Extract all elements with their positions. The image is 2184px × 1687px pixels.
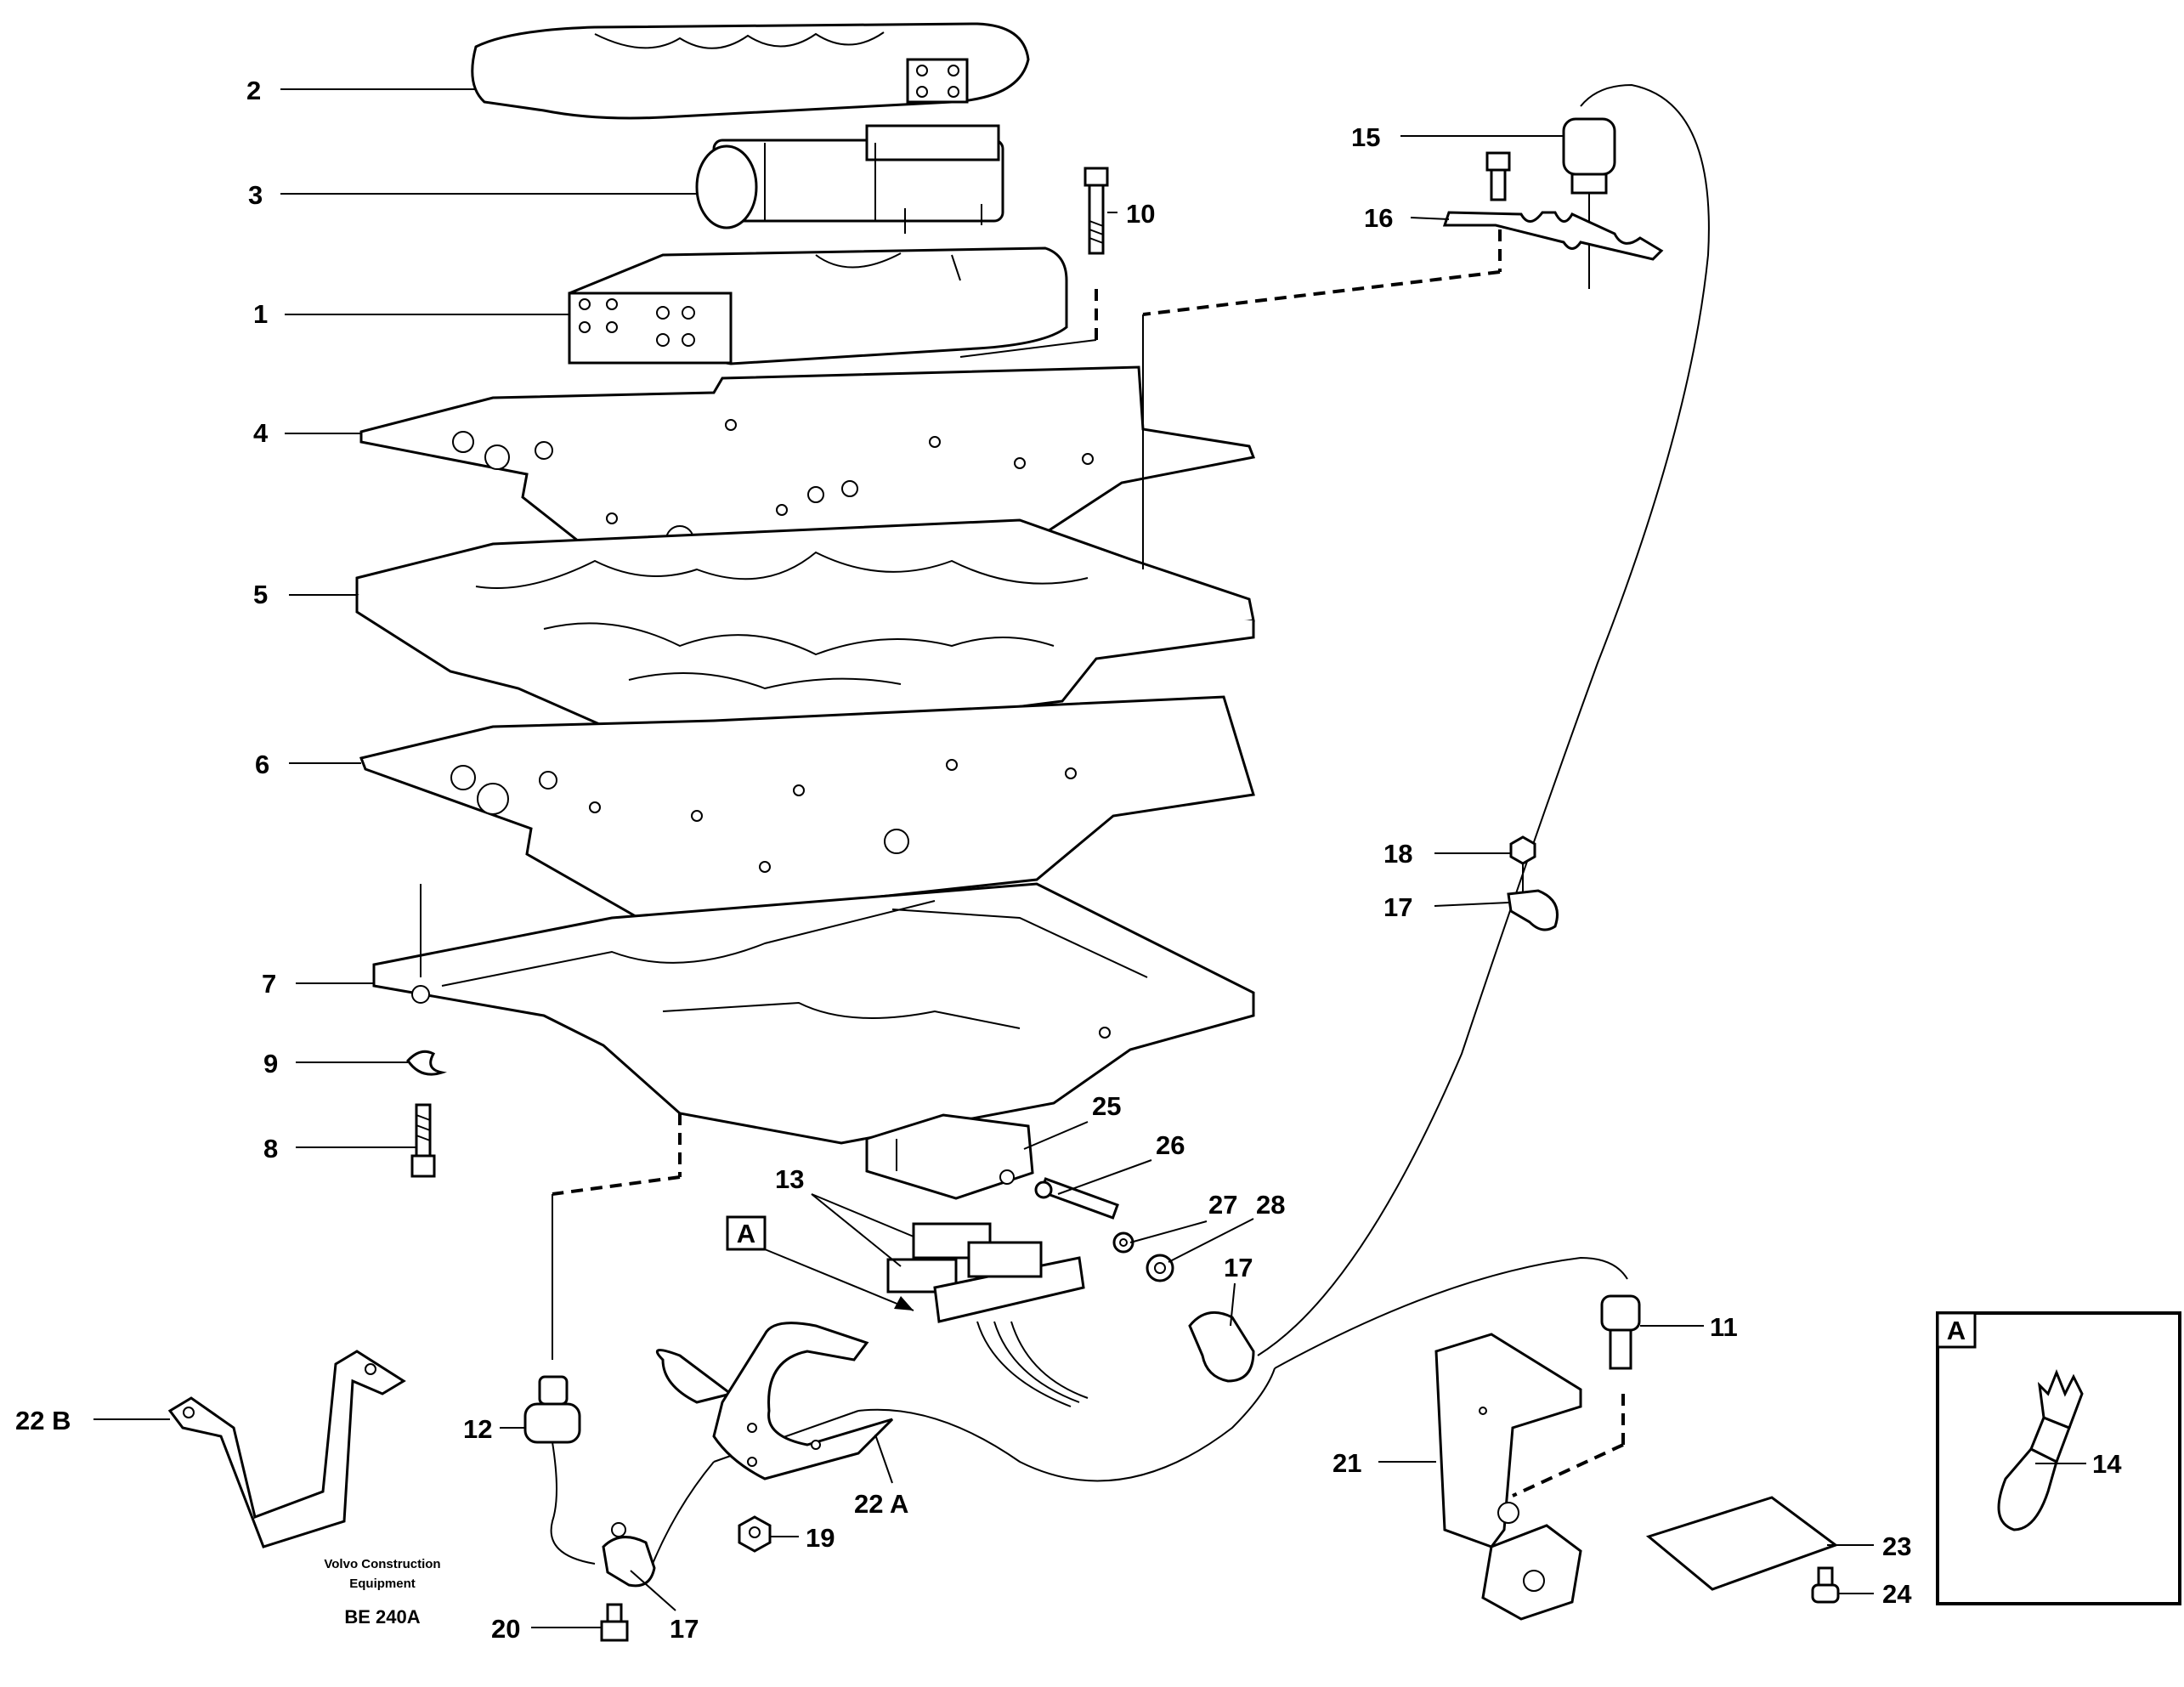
- callout-24: 24: [1882, 1579, 1912, 1609]
- part-23-plate: [1645, 1496, 1839, 1591]
- svg-text:A: A: [737, 1219, 755, 1248]
- part-17-clamp-middle: [1188, 1311, 1255, 1383]
- callout-22b: 22 B: [15, 1406, 71, 1435]
- part-1-valve-housing: [568, 246, 1068, 365]
- leader-lines: [93, 88, 2086, 1628]
- part-13-connectors: [886, 1222, 1089, 1407]
- callout-14: 14: [2092, 1449, 2122, 1479]
- part-16-bracket: [1142, 151, 1664, 569]
- callout-5: 5: [253, 580, 268, 609]
- part-15-sensor: [1562, 117, 1616, 289]
- callout-10: 10: [1126, 199, 1155, 229]
- callout-3: 3: [248, 180, 263, 210]
- callout-8: 8: [263, 1134, 278, 1163]
- detail-marker-a: A: [726, 1215, 914, 1311]
- credit-block: Volvo Construction Equipment BE 240A: [324, 1557, 440, 1628]
- part-14-terminal: [1997, 1368, 2084, 1531]
- part-24-screw: [1811, 1566, 1840, 1604]
- callout-16: 16: [1364, 203, 1393, 233]
- part-10-bolt: [959, 167, 1109, 358]
- callout-13: 13: [775, 1164, 804, 1194]
- callout-12: 12: [463, 1414, 492, 1444]
- part-4-gasket: [359, 365, 1256, 556]
- callout-23: 23: [1882, 1531, 1911, 1561]
- part-12-sensor: [523, 1375, 596, 1565]
- callout-20: 20: [491, 1614, 520, 1644]
- part-5-valve-body: [355, 518, 1255, 754]
- part-2-cover: [471, 22, 1030, 120]
- callout-22a: 22 A: [854, 1489, 908, 1519]
- callout-15: 15: [1351, 122, 1380, 152]
- callout-6: 6: [255, 750, 269, 779]
- part-11-sensor: [1512, 1294, 1641, 1497]
- callout-26: 26: [1156, 1130, 1185, 1160]
- callout-21: 21: [1332, 1448, 1361, 1478]
- drawing-code: BE 240A: [344, 1606, 420, 1628]
- callout-25: 25: [1092, 1091, 1121, 1121]
- callout-11: 11: [1710, 1312, 1738, 1342]
- part-6-gasket: [359, 695, 1255, 924]
- part-20-bolt: [600, 1603, 629, 1642]
- callout-7: 7: [262, 969, 276, 999]
- credit-line-1: Volvo Construction: [324, 1557, 440, 1571]
- callout-17-upper: 17: [1383, 892, 1412, 922]
- part-7-lower-body: [372, 882, 1255, 1360]
- detail-inset-a: A: [1936, 1311, 2181, 1605]
- callout-17-lower: 17: [670, 1614, 699, 1644]
- part-9-clip: [406, 1050, 447, 1076]
- part-21-bracket: [1434, 1333, 1582, 1621]
- callout-17-middle: 17: [1224, 1253, 1253, 1282]
- callout-9: 9: [263, 1049, 278, 1078]
- callout-19: 19: [806, 1523, 835, 1553]
- svg-text:A: A: [1947, 1316, 1966, 1345]
- part-17-clamp-lower: [602, 1522, 656, 1588]
- part-25-connector-housing: [865, 1113, 1034, 1200]
- part-27-washer: [1112, 1231, 1134, 1254]
- part-22b-bracket: [167, 1350, 406, 1548]
- callout-2: 2: [246, 76, 261, 105]
- credit-line-2: Equipment: [349, 1577, 416, 1591]
- part-26-pin: [1034, 1177, 1119, 1220]
- part-19-nut: [738, 1515, 772, 1553]
- callout-4: 4: [253, 418, 269, 448]
- part-3-solenoid-block: [695, 124, 1004, 234]
- callout-27: 27: [1208, 1190, 1237, 1220]
- callout-labels: 2 3 1 4 5 6 7 9 8 10 15 16 18 17 25 26 2…: [15, 76, 2122, 1644]
- callout-28: 28: [1256, 1190, 1285, 1220]
- callout-1: 1: [253, 299, 268, 329]
- part-28-nut: [1146, 1254, 1174, 1282]
- part-17-clamp-upper: [1507, 889, 1559, 931]
- callout-18: 18: [1383, 839, 1412, 869]
- part-8-bolt: [410, 1103, 436, 1178]
- part-22a-bracket: [655, 1322, 894, 1480]
- part-18-nut: [1509, 835, 1536, 892]
